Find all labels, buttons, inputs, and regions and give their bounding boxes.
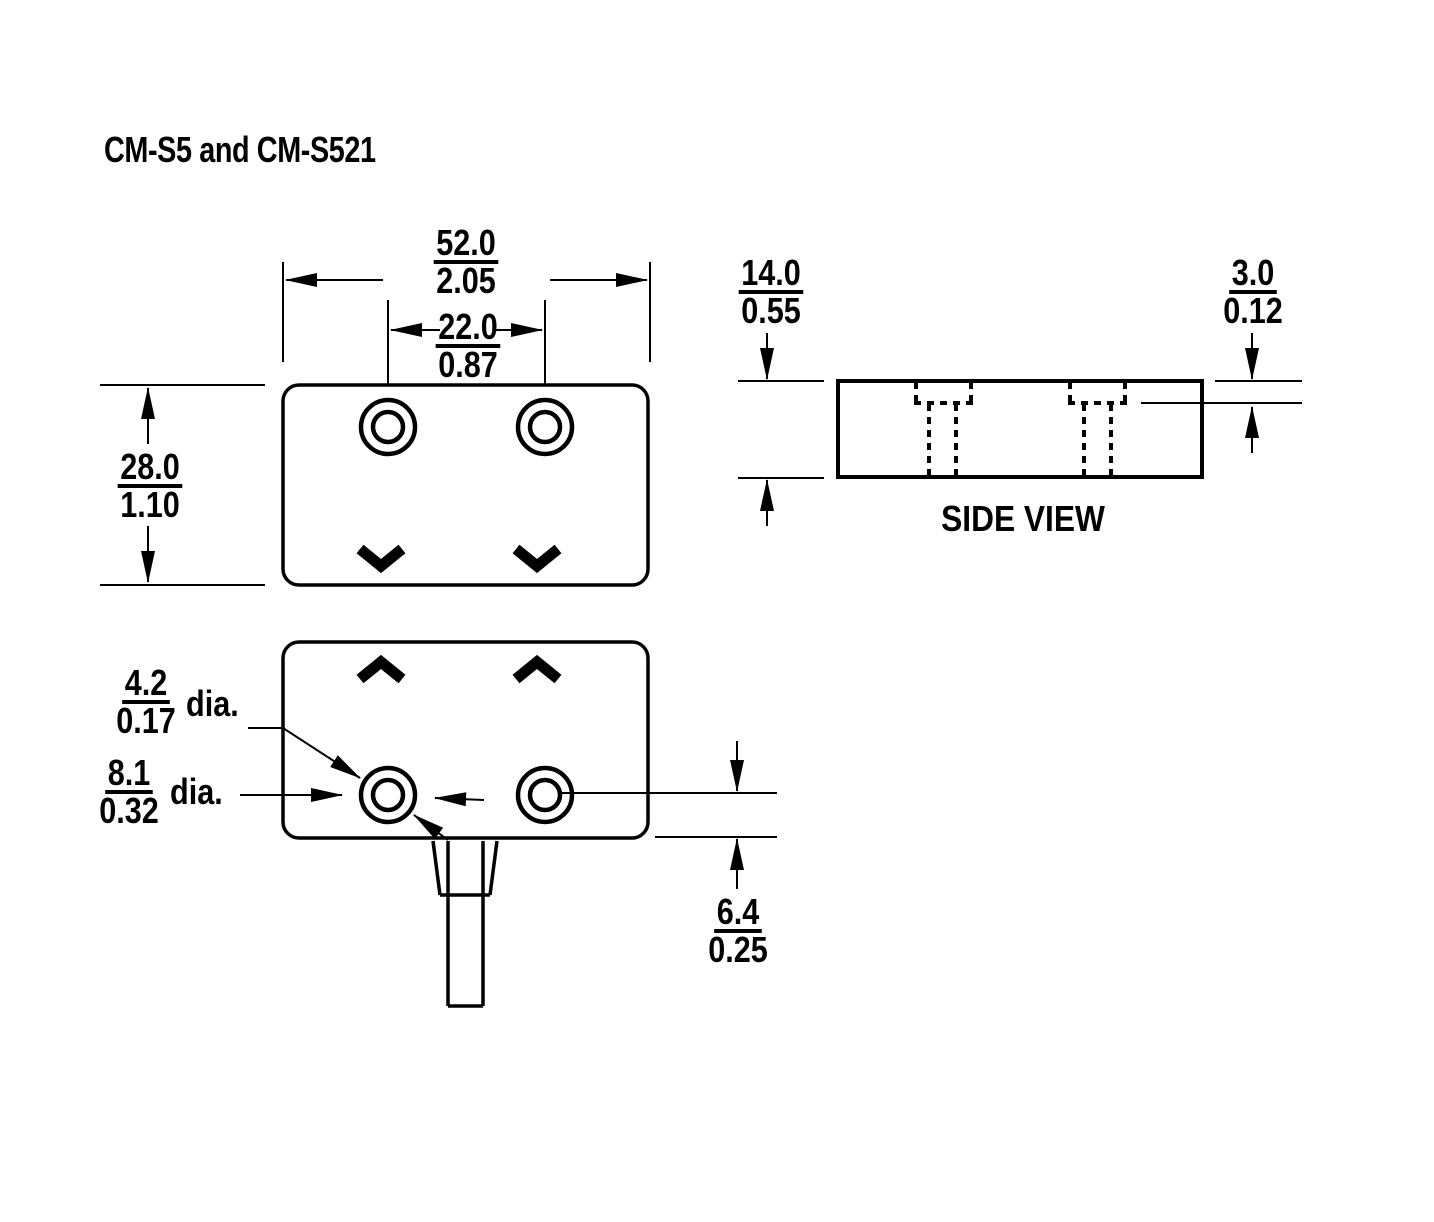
dim-hole-spacing-in: 0.87: [438, 344, 498, 385]
dim-hole-diameter-suffix: dia.: [186, 683, 239, 724]
dim-hole-diameter-mm: 4.2: [122, 665, 170, 704]
dim-counterbore-depth-mm: 3.0: [1229, 255, 1277, 294]
dim-hole-to-edge: 6.4 0.25: [708, 894, 768, 970]
dim-side-thickness: 14.0 0.55: [738, 255, 804, 331]
bottom-view-dimension-lines: [240, 727, 777, 889]
bottom-view-housing: [281, 640, 650, 840]
dim-hole-to-edge-in: 0.25: [708, 929, 768, 970]
dim-counterbore-depth-in: 0.12: [1223, 290, 1283, 331]
dim-top-height: 28.0 1.10: [117, 449, 183, 525]
dim-hole-diameter: 4.2 0.17: [116, 665, 176, 741]
page-title: CM-S5 and CM-S521: [104, 129, 376, 170]
top-view-mounting-holes: [358, 397, 575, 457]
dim-counterbore-diameter-mm: 8.1: [105, 755, 153, 794]
dim-side-thickness-in: 0.55: [741, 290, 801, 331]
dim-counterbore-diameter-in: 0.32: [99, 790, 159, 831]
bottom-view-mounting-holes: [358, 765, 575, 825]
dim-counterbore-diameter-suffix: dia.: [170, 771, 223, 812]
dim-top-height-in: 1.10: [120, 484, 180, 525]
dim-hole-spacing-mm: 22.0: [435, 309, 501, 348]
side-view-dimension-lines: [738, 333, 1302, 526]
dim-counterbore-depth: 3.0 0.12: [1223, 255, 1283, 331]
dim-top-width-in: 2.05: [436, 260, 496, 301]
dim-hole-diameter-in: 0.17: [116, 700, 176, 741]
top-view-body: [281, 383, 650, 587]
side-view-hidden-holes: [914, 382, 1127, 476]
top-view-housing: [281, 383, 650, 587]
side-view-body: [836, 379, 1204, 479]
dim-top-width: 52.0 2.05: [433, 225, 499, 301]
top-view-dimension-lines: [100, 262, 651, 586]
bottom-view-body: [281, 640, 650, 1008]
sensing-direction-chevrons-up: [356, 654, 562, 684]
dim-top-height-mm: 28.0: [117, 449, 183, 488]
dim-counterbore-diameter: 8.1 0.32: [99, 755, 159, 831]
dim-hole-to-edge-mm: 6.4: [714, 894, 762, 933]
sensing-direction-chevrons-down: [356, 544, 562, 574]
dim-top-width-mm: 52.0: [433, 225, 499, 264]
side-view-housing: [836, 379, 1204, 479]
dim-hole-spacing: 22.0 0.87: [435, 309, 501, 385]
cable-strain-relief: [431, 840, 499, 1008]
dim-side-thickness-mm: 14.0: [738, 255, 804, 294]
side-view-caption: SIDE VIEW: [941, 498, 1105, 539]
